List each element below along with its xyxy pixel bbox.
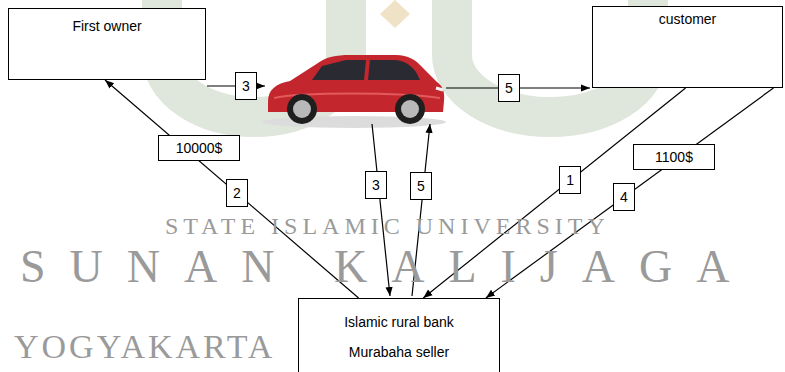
step-number: 1	[559, 166, 581, 194]
watermark-text: SUNAN KALIJAGA	[20, 244, 753, 290]
amount-tag: 1100$	[633, 144, 715, 170]
process-box: customer	[592, 6, 783, 88]
watermark-text: STATE ISLAMIC UNIVERSITY	[165, 214, 610, 238]
car-window	[312, 60, 420, 80]
box-text: Murabaha seller	[349, 344, 449, 361]
watermark-text: YOGYAKARTA	[14, 330, 275, 364]
step-number: 5	[410, 172, 432, 200]
car-light	[436, 88, 443, 90]
box-text: customer	[659, 11, 717, 28]
step-number: 3	[365, 171, 387, 199]
box-text: Islamic rural bank	[344, 314, 454, 331]
car-rim	[293, 100, 311, 118]
car-rim	[401, 100, 419, 118]
car-wheel	[395, 94, 425, 124]
box-text: First owner	[72, 18, 141, 35]
process-box: Islamic rural bankMurabaha seller	[298, 298, 500, 372]
step-number: 5	[498, 74, 520, 102]
amount-tag: 10000$	[158, 135, 240, 161]
step-number: 4	[613, 183, 635, 211]
car-pillar	[366, 60, 368, 80]
process-box: First owner	[8, 8, 206, 80]
step-number: 3	[235, 72, 257, 100]
step-number: 2	[226, 179, 248, 207]
car-wheel	[287, 94, 317, 124]
car-illustration	[262, 55, 446, 128]
logo-diamond	[380, 0, 410, 28]
